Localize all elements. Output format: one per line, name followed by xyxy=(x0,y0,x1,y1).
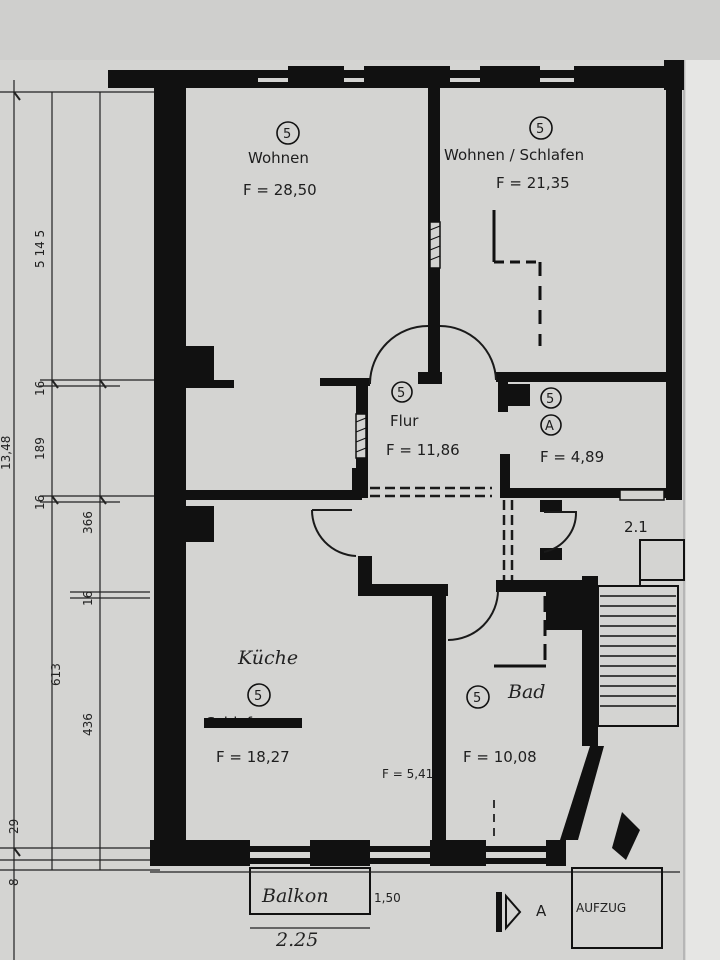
door-swings xyxy=(310,325,578,641)
staircase xyxy=(560,539,685,860)
dim-16b: 16 xyxy=(33,495,47,510)
abstellraum-sub: A xyxy=(545,419,554,434)
wohnen-number: 5 xyxy=(283,127,291,142)
bad-area: F = 10,08 xyxy=(463,748,537,766)
balcony-label: Balkon xyxy=(261,885,329,907)
wall-hatches xyxy=(355,221,665,501)
wohnen-label: Wohnen xyxy=(248,149,309,167)
dim-16a: 16 xyxy=(33,381,47,396)
wohnen-schlafen-number: 5 xyxy=(536,122,544,137)
balcony-width: 2.25 xyxy=(275,929,318,951)
wohnen-schlafen-label: Wohnen / Schlafen xyxy=(444,146,584,164)
dim-29: 29 xyxy=(7,819,21,834)
elevator-label: AUFZUG xyxy=(576,901,626,915)
dim-16c: 16 xyxy=(81,591,95,606)
abstellraum-number: 5 xyxy=(546,392,554,407)
bad-number: 5 xyxy=(473,691,481,706)
fixture-marks xyxy=(492,210,547,838)
dimension-lines xyxy=(0,80,160,960)
walls xyxy=(108,60,684,866)
bad-label: Bad xyxy=(507,681,545,703)
dim-total: 13,48 xyxy=(0,436,13,470)
dim-upper: 5 14 5 xyxy=(33,230,47,268)
section-label: A xyxy=(536,902,547,920)
balcony-outline xyxy=(150,867,680,929)
kueche-number: 5 xyxy=(254,689,262,704)
flur-number: 5 xyxy=(397,386,405,401)
balcony-depth: 1,50 xyxy=(374,891,401,905)
strike-out-bar xyxy=(204,718,302,728)
dim-8: 8 xyxy=(7,878,21,886)
kueche-label: Küche xyxy=(237,647,298,669)
flur-area: F = 11,86 xyxy=(386,441,460,459)
stair-label: 2.1 xyxy=(624,518,648,536)
dim-189: 189 xyxy=(33,437,47,460)
kueche-area: F = 18,27 xyxy=(216,748,290,766)
section-marker xyxy=(496,892,522,932)
elevator-box xyxy=(571,867,663,949)
wohnen-area: F = 28,50 xyxy=(243,181,317,199)
wohnen-schlafen-area: F = 21,35 xyxy=(496,174,570,192)
dim-436: 436 xyxy=(81,713,95,736)
flur-label: Flur xyxy=(390,412,419,430)
room-number-circles xyxy=(247,116,562,709)
dim-613: 613 xyxy=(49,663,63,686)
dim-366: 366 xyxy=(81,511,95,534)
nische-area: F = 5,41 xyxy=(382,767,433,781)
abstellraum-area: F = 4,89 xyxy=(540,448,604,466)
